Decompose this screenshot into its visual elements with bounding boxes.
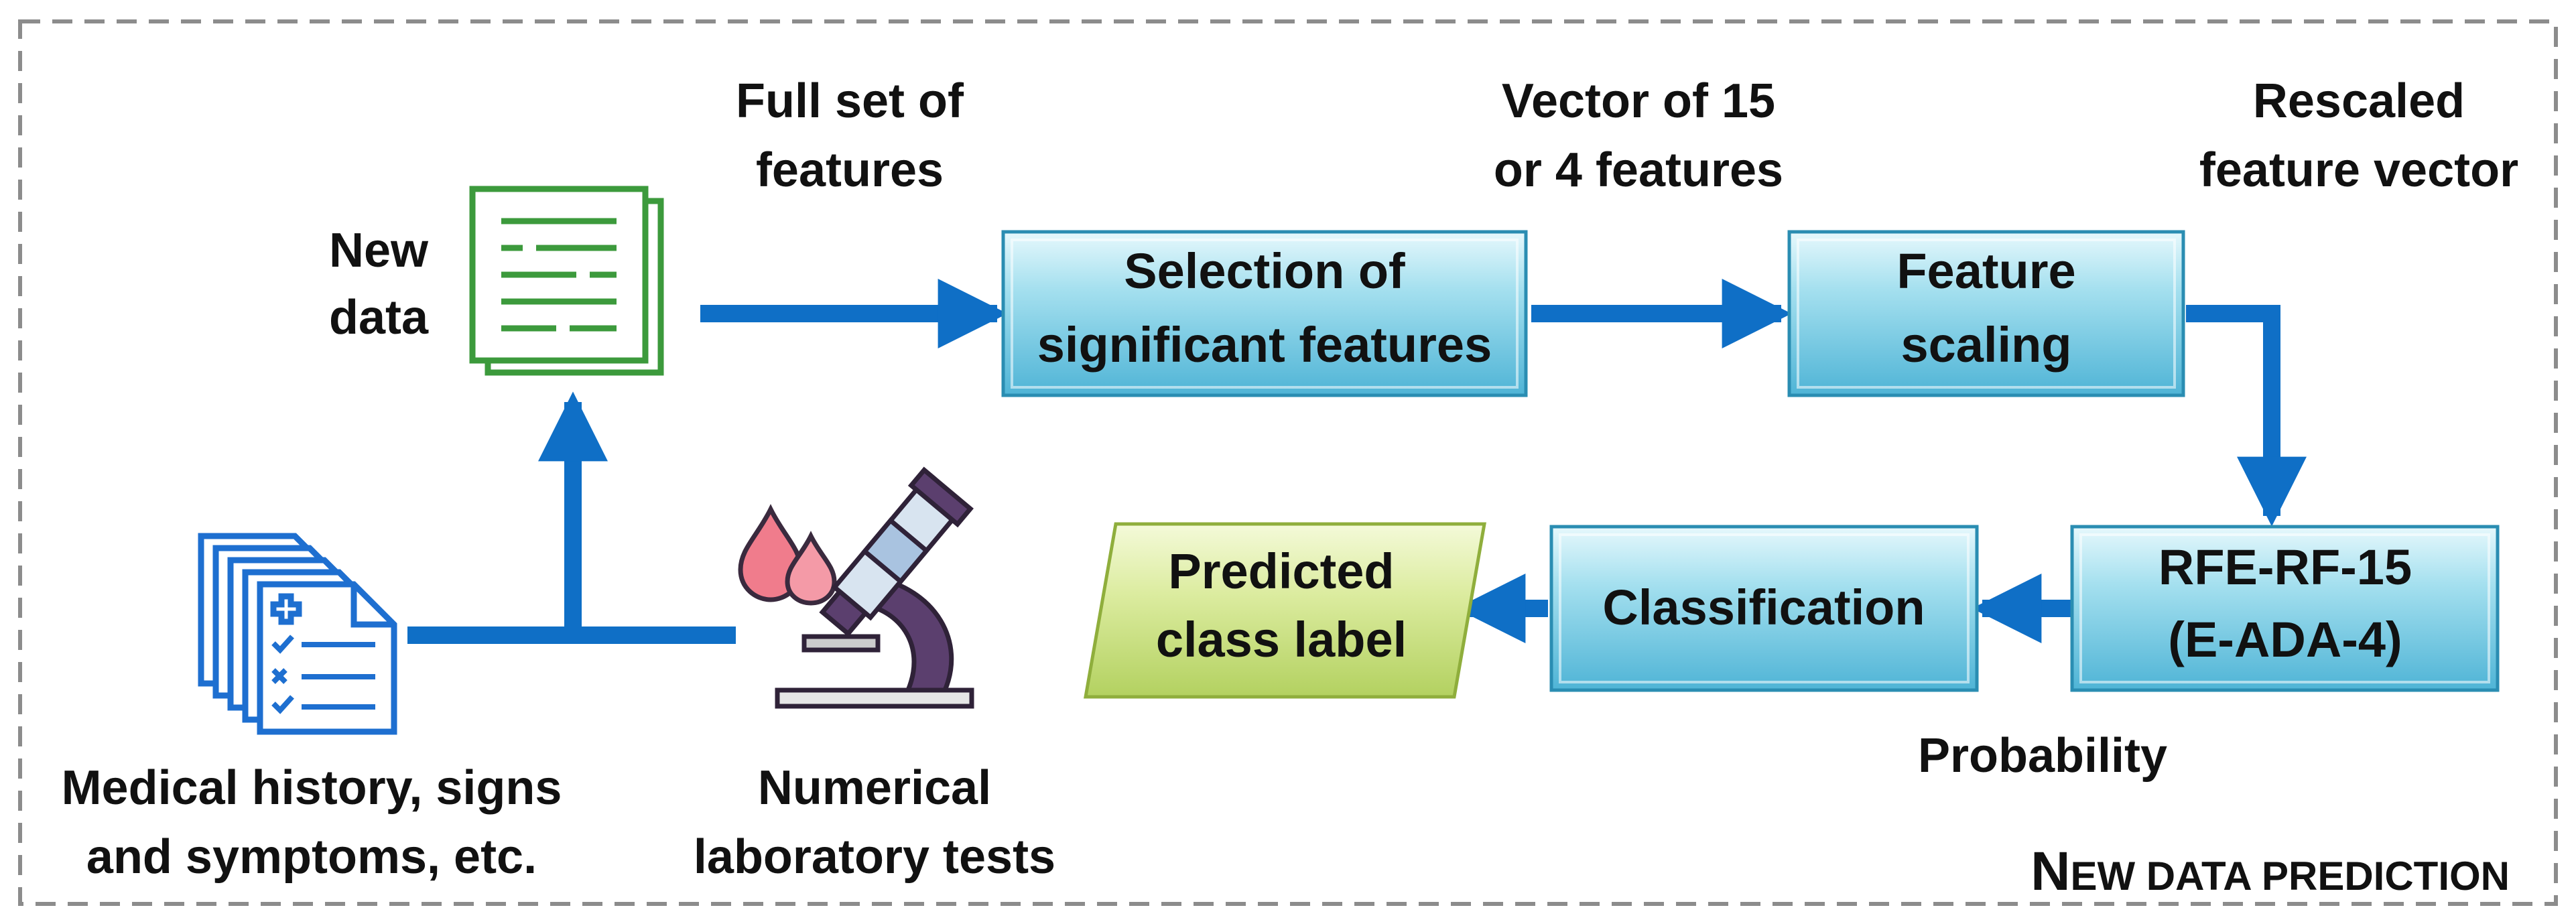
scaling-box-label: Feature [1896,243,2075,299]
medical-label-2: and symptoms, etc. [86,830,537,884]
microscope-icon [738,466,974,709]
selection-box: Selection of significant features [1001,230,1528,397]
document-icon [469,186,664,376]
dashed-frame [18,19,2558,906]
predicted-label: Predicted [1168,543,1394,599]
connectors [407,279,2307,644]
arrow-to-model [2186,305,2307,527]
full-set-label-2: features [756,143,944,197]
classification-box: Classification [1549,525,1979,692]
rescaled-label: Rescaled [2253,74,2465,128]
selection-box-label: Selection of [1124,243,1405,299]
numerical-label-2: laboratory tests [694,830,1055,884]
rescaled-label-2: feature vector [2199,143,2518,197]
section-title: NEW DATA PREDICTION [2031,841,2510,902]
model-box-label-2: (E-ADA-4) [2168,612,2402,667]
vector-label: Vector of 15 [1502,74,1775,128]
external-labels: New data Full set of features Vector of … [62,74,2519,902]
numerical-label: Numerical [758,761,991,815]
new-data-label-2: data [329,291,429,344]
vector-label-2: or 4 features [1494,143,1783,197]
full-set-label: Full set of [736,74,964,128]
new-data-label: New [329,224,429,277]
probability-label: Probability [1918,729,2167,783]
medical-label: Medical history, signs [62,761,562,815]
predicted-label-2: class label [1156,612,1407,667]
selection-box-label-2: significant features [1037,317,1492,373]
scaling-box: Feature scaling [1787,230,2185,397]
model-box: RFE-RF-15 (E-ADA-4) [2070,525,2500,692]
predicted-output: Predicted class label [1084,522,1486,699]
model-box-label: RFE-RF-15 [2159,539,2412,595]
scaling-box-label-2: scaling [1901,317,2072,373]
medical-records-icon [198,533,397,735]
classification-box-label: Classification [1602,580,1925,635]
